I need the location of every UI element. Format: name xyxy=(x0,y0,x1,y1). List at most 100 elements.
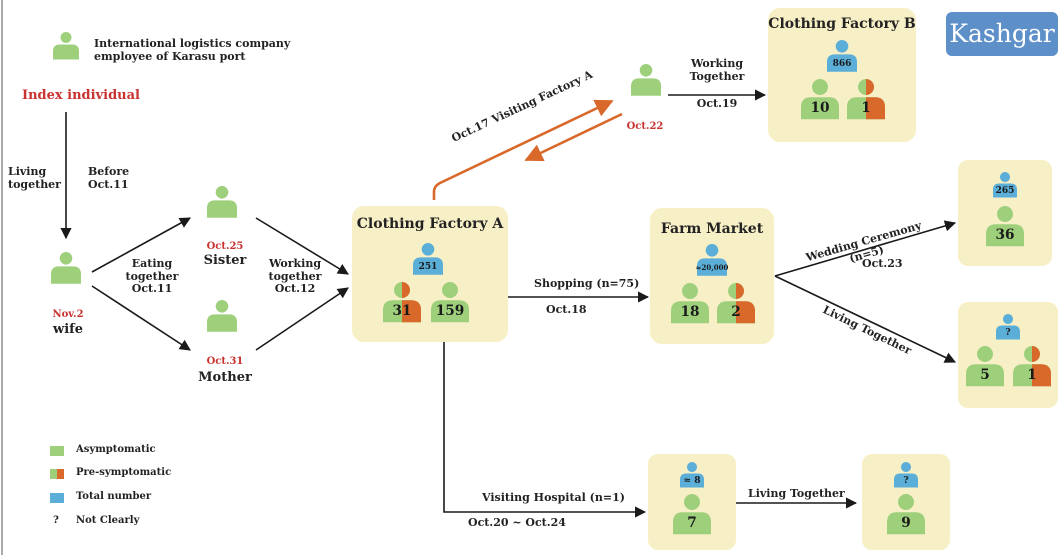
hospital-living-asym-body xyxy=(887,512,925,535)
factory-a-title: Clothing Factory A xyxy=(356,216,504,232)
edge-visiting-hospital: Visiting Hospital (n=1) xyxy=(482,491,625,504)
edge-working12-line1: Working xyxy=(268,257,322,270)
sister-date: Oct.25 xyxy=(206,241,244,252)
edge-working19-line1: Working xyxy=(690,57,744,70)
living-pre-count: 1 xyxy=(1027,367,1037,383)
edge-living-line2: together xyxy=(8,177,61,191)
wedding-asym-body xyxy=(986,224,1024,247)
hospital-asym: 7 xyxy=(673,494,711,535)
legend-swatch-asymptomatic xyxy=(50,446,64,456)
hospital-asym-body xyxy=(673,512,711,535)
edge-before-line1: Before xyxy=(88,165,130,178)
wedding-asym: 36 xyxy=(986,206,1024,247)
factory-b-pre: 1 xyxy=(847,79,885,120)
factory-b-total-body xyxy=(827,54,857,72)
index-desc-line1: International logistics company xyxy=(94,37,291,50)
legend-not-clearly: Not Clearly xyxy=(76,515,140,526)
hospital-living-asym-head xyxy=(898,494,914,510)
living-total-head xyxy=(1002,314,1014,325)
edge-eating-line2: together xyxy=(125,269,179,283)
wife-person-head xyxy=(59,251,73,265)
factory-a-total-body xyxy=(413,257,443,275)
farm-market-asym-head xyxy=(682,283,698,299)
farm-market-asym: 18 xyxy=(671,283,709,324)
hospital-asym-count: 7 xyxy=(687,515,697,531)
oct22-person-head xyxy=(639,64,653,77)
farm-market-total: ≈20,000 xyxy=(696,244,728,276)
farm-market-total-head xyxy=(705,244,719,257)
edge-working12-line2: together xyxy=(268,269,322,283)
edge-living-together-hospital: Living Together xyxy=(748,487,845,500)
sister-person xyxy=(207,186,237,218)
index-person xyxy=(53,32,79,60)
living-total: ? xyxy=(996,314,1020,340)
edge-wedding-date: Oct.23 xyxy=(862,257,903,270)
arrow-factory-a-to-hospital xyxy=(443,342,647,518)
oct22-date: Oct.22 xyxy=(626,121,664,132)
factory-a-asym-count: 159 xyxy=(436,303,465,319)
sister-person-body xyxy=(207,200,237,218)
visit-loop-factory-a-oct22 xyxy=(432,99,614,200)
oct22-person xyxy=(631,64,661,96)
wife-person xyxy=(51,251,81,284)
factory-b-asym: 10 xyxy=(801,79,839,120)
farm-market-asym-count: 18 xyxy=(680,304,699,320)
legend-swatch-pre-green xyxy=(50,469,57,479)
hospital-total-head xyxy=(686,462,698,473)
index-description: International logistics company employee… xyxy=(94,37,291,63)
wedding-total-head xyxy=(999,172,1011,183)
living-asym-count: 5 xyxy=(980,367,990,383)
visit-return-oct22-factory-a xyxy=(524,112,623,162)
living-pre: 1 xyxy=(1013,346,1051,387)
legend-not-clearly-symbol: ? xyxy=(53,515,59,526)
edge-working-together-oct19: Working Together xyxy=(682,57,752,83)
index-title: Index individual xyxy=(22,88,140,103)
factory-a-asym-head xyxy=(442,282,458,298)
factory-a-total-count: 251 xyxy=(419,262,438,272)
edge-working-together-oct12: Working together Oct.12 xyxy=(262,257,328,296)
farm-market-title: Farm Market xyxy=(660,221,764,237)
factory-b-asym-count: 10 xyxy=(810,100,829,116)
legend-total: Total number xyxy=(76,491,152,502)
arrow-wife-to-mother xyxy=(91,285,191,351)
wedding-total: 265 xyxy=(993,172,1017,198)
edge-working19-date: Oct.19 xyxy=(696,97,738,110)
index-person-body xyxy=(53,44,79,60)
edge-living-together: Living together xyxy=(8,165,61,191)
edge-working12-line3: Oct.12 xyxy=(274,282,316,296)
mother-name: Mother xyxy=(198,370,252,385)
oct22-person-body xyxy=(631,78,661,96)
wedding-asym-head xyxy=(997,206,1013,222)
legend-presymptomatic: Pre-symptomatic xyxy=(76,467,172,478)
arrow-market-to-wedding xyxy=(774,220,957,277)
edge-before-oct11: Before Oct.11 xyxy=(88,165,130,191)
factory-b-total-count: 866 xyxy=(833,59,852,69)
mother-person-body xyxy=(207,314,237,332)
living-asym-head xyxy=(977,346,993,362)
edge-eating-line3: Oct.11 xyxy=(131,282,173,296)
factory-b-total: 866 xyxy=(827,40,857,72)
legend-asymptomatic: Asymptomatic xyxy=(76,444,156,455)
edge-hospital-date: Oct.20 ~ Oct.24 xyxy=(468,516,566,529)
living-total-count: ? xyxy=(1005,328,1010,338)
arrow-market-to-living xyxy=(774,275,957,363)
index-person-head xyxy=(60,32,72,43)
arrow-wife-to-sister xyxy=(91,217,191,273)
farm-market-asym-body xyxy=(671,301,709,324)
edge-working19-line2: Together xyxy=(689,69,745,83)
sister-person-head xyxy=(215,186,229,199)
edge-living-line1: Living xyxy=(8,165,47,178)
factory-a-pre-count: 31 xyxy=(392,303,411,319)
wedding-asym-count: 36 xyxy=(995,227,1014,243)
wedding-total-body xyxy=(993,183,1017,198)
mother-date: Oct.31 xyxy=(206,356,244,367)
factory-b-title: Clothing Factory B xyxy=(768,16,916,32)
arrow-mother-to-factory-a xyxy=(255,287,349,351)
hospital-living-total-body xyxy=(894,473,918,488)
hospital-living-total-head xyxy=(900,462,912,473)
hospital-living-asym-count: 9 xyxy=(901,515,911,531)
hospital-living-asym: 9 xyxy=(887,494,925,535)
wife-name: wife xyxy=(53,322,83,337)
farm-market-total-body xyxy=(697,258,727,276)
